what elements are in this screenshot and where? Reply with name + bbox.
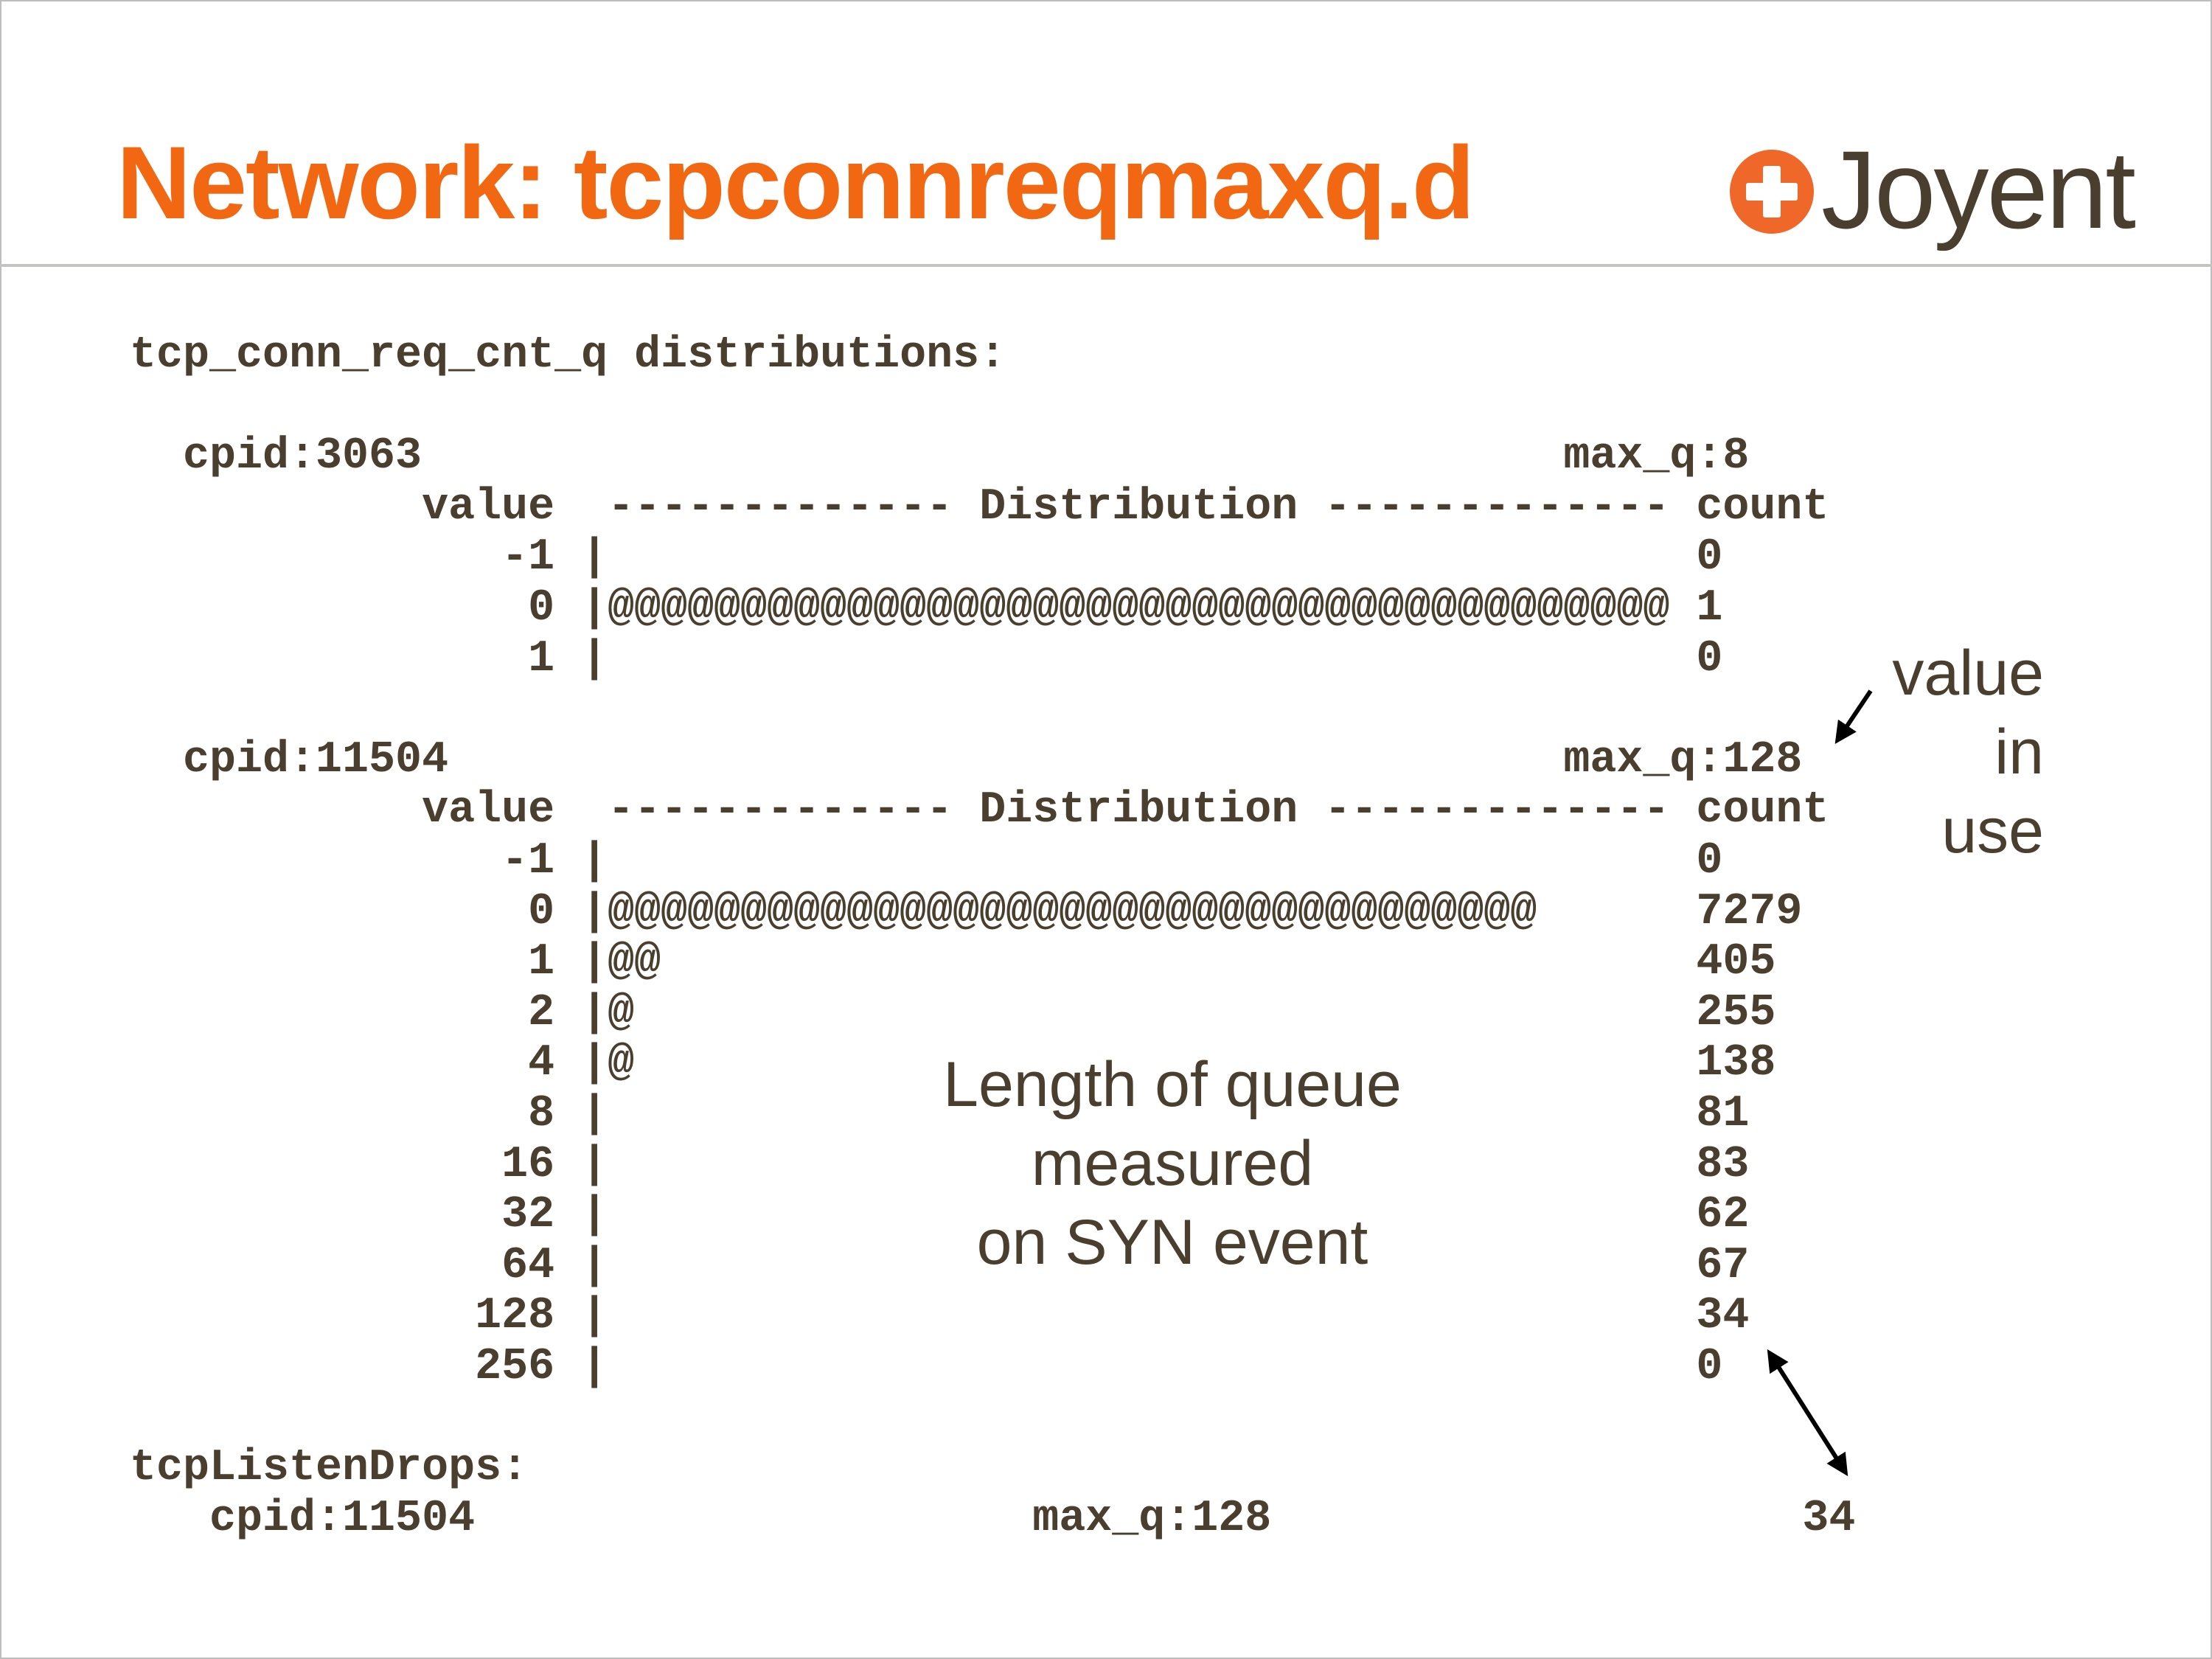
output-line: -1 | 0 xyxy=(130,835,1723,886)
output-line: 2 |@ 255 xyxy=(130,987,1776,1038)
annotation-line: in xyxy=(1994,717,2044,787)
output-line: 128 | 34 xyxy=(130,1291,1750,1342)
value-in-use-annotation: value in use xyxy=(1770,634,2044,871)
annotation-line: value xyxy=(1892,638,2044,709)
output-line: 8 | 81 xyxy=(130,1088,1750,1139)
double-arrow-drops xyxy=(1767,1349,1848,1477)
plus-circle-icon xyxy=(1730,150,1814,234)
annotation-line: use xyxy=(1941,796,2044,866)
logo-text: Joyent xyxy=(1821,128,2136,251)
slide-title: Network: tcpconnreqmaxq.d xyxy=(116,125,1475,240)
output-line: cpid:11504 max_q:128 34 xyxy=(130,1493,1856,1544)
output-line: cpid:3063 max_q:8 xyxy=(130,431,1750,482)
output-line: 16 | 83 xyxy=(130,1139,1750,1190)
output-line: 1 | 0 xyxy=(130,633,1723,684)
output-line: 0 |@@@@@@@@@@@@@@@@@@@@@@@@@@@@@@@@@@@ 7… xyxy=(130,886,1803,937)
output-line: -1 | 0 xyxy=(130,532,1723,583)
annotation-line: Length of queue xyxy=(943,1049,1402,1120)
annotation-line: on SYN event xyxy=(976,1207,1368,1278)
output-line: value ------------- Distribution -------… xyxy=(130,785,1829,836)
dtrace-output: tcp_conn_req_cnt_q distributions: cpid:3… xyxy=(130,330,1855,1544)
output-line: 4 |@ 138 xyxy=(130,1038,1776,1089)
output-line: tcpListenDrops: xyxy=(130,1443,529,1494)
output-line: 256 | 0 xyxy=(130,1341,1723,1392)
output-line: value ------------- Distribution -------… xyxy=(130,481,1829,532)
output-line: tcp_conn_req_cnt_q distributions: xyxy=(130,330,1006,380)
output-line: 64 | 67 xyxy=(130,1240,1750,1291)
queue-length-annotation: Length of queue measured on SYN event xyxy=(877,1046,1467,1282)
output-line: 1 |@@ 405 xyxy=(130,937,1776,988)
header-divider xyxy=(0,264,2212,267)
arrow-to-max-q xyxy=(1834,689,1873,744)
output-line: 32 | 62 xyxy=(130,1190,1750,1241)
output-line: 0 |@@@@@@@@@@@@@@@@@@@@@@@@@@@@@@@@@@@@@… xyxy=(130,582,1723,633)
output-line: cpid:11504 max_q:128 xyxy=(130,734,1803,785)
annotation-line: measured xyxy=(1031,1128,1314,1199)
